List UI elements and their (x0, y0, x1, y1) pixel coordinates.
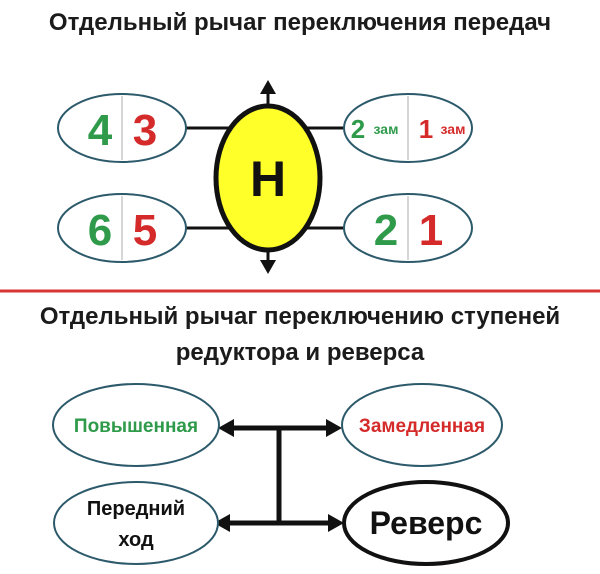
low-range-label: Замедленная (359, 416, 485, 437)
hub-arrows (260, 80, 276, 274)
gear-3: 3 (133, 106, 157, 155)
gear-1-reduced: 1 (419, 114, 433, 144)
gear-1: 1 (419, 206, 443, 255)
arrow-right-icon (328, 514, 344, 532)
range-arrowheads (214, 419, 344, 532)
range-connectors (226, 425, 332, 526)
bottom-title-line2: редуктора и реверса (175, 339, 425, 366)
gear-4: 4 (88, 106, 113, 155)
gear-2-reduced: 2 (351, 114, 365, 144)
hub-label: Н (250, 151, 286, 207)
gear-oval-2zam-1zam: 2 зам 1 зам (343, 93, 473, 163)
gear-5: 5 (133, 206, 157, 255)
arrow-left-icon (214, 514, 230, 532)
forward-label-line2: ход (118, 529, 154, 551)
gear-6: 6 (88, 206, 112, 255)
node-reverse: Реверс (342, 480, 510, 566)
forward-label-line1: Передний (87, 498, 185, 520)
top-connectors (186, 126, 345, 230)
arrow-left-icon (218, 419, 234, 437)
hub-ellipse (213, 103, 323, 253)
gear-2: 2 (374, 206, 398, 255)
gear-oval-4-3: 4 3 (57, 93, 187, 163)
arrow-right-icon (326, 419, 342, 437)
gear-oval-6-5: 6 5 (57, 193, 187, 263)
neutral-hub: Н (213, 103, 323, 253)
gear-2-reduced-sub: зам (374, 121, 399, 137)
bottom-title-line1: Отдельный рычаг переключению ступеней (39, 303, 561, 330)
node-high-range: Повышенная (52, 383, 220, 467)
gear-1-reduced-sub: зам (441, 121, 466, 137)
gear-oval-2-1: 2 1 (343, 193, 473, 263)
node-low-range: Замедленная (341, 383, 503, 467)
arrow-up-icon (260, 80, 276, 94)
arrow-down-icon (260, 260, 276, 274)
node-forward: Передний ход (53, 481, 219, 565)
reverse-label: Реверс (370, 505, 483, 541)
top-title: Отдельный рычаг переключения передач (48, 9, 552, 36)
high-range-label: Повышенная (74, 416, 198, 437)
